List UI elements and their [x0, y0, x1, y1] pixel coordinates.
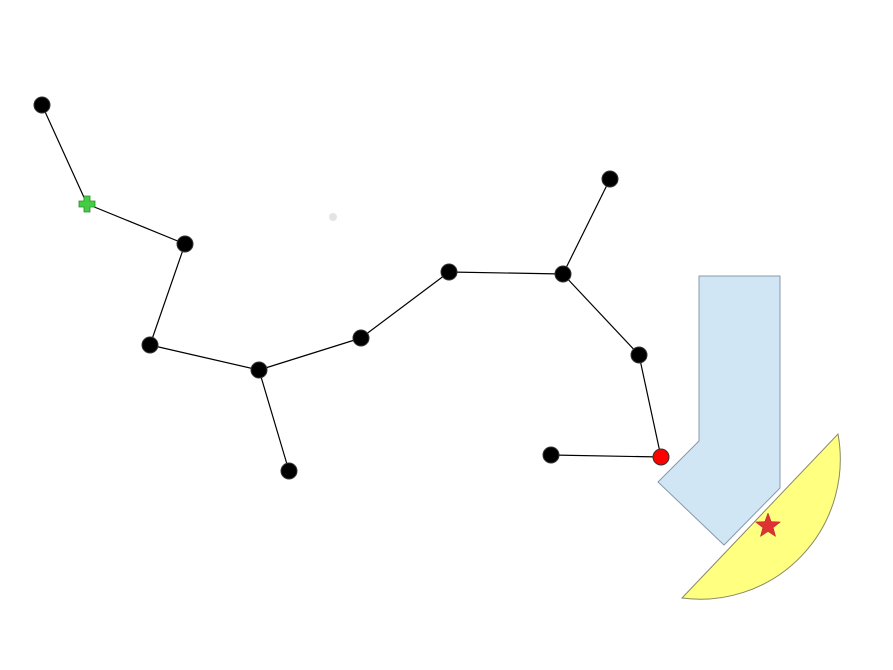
graph-edge [448, 271, 564, 275]
graph-edge [149, 344, 260, 371]
graph-node[interactable] [554, 265, 572, 283]
red-star-icon [754, 512, 782, 538]
graph-edge [258, 337, 362, 371]
graph-edge [638, 354, 662, 458]
graph-edge [41, 104, 88, 205]
graph-edge [86, 203, 186, 245]
graph-node[interactable] [33, 96, 51, 114]
graph-edge [149, 243, 186, 346]
graph-edge [562, 178, 611, 275]
graph-node[interactable] [280, 462, 298, 480]
graph-edge [550, 454, 662, 458]
graph-node[interactable] [630, 346, 648, 364]
down-left-arrow-icon [657, 275, 781, 546]
graph-node[interactable] [141, 336, 159, 354]
dust-speck [329, 213, 337, 221]
graph-edge [258, 369, 290, 472]
graph-node[interactable] [601, 170, 619, 188]
graph-node[interactable] [440, 263, 458, 281]
graph-nodes [33, 96, 670, 480]
green-plus-icon[interactable] [78, 195, 96, 213]
graph-edges [41, 104, 662, 472]
graph-edge [562, 273, 640, 356]
target-zone [680, 432, 841, 600]
graph-node[interactable] [176, 235, 194, 253]
graph-node[interactable] [542, 446, 560, 464]
graph-node[interactable] [352, 329, 370, 347]
current-node[interactable] [652, 448, 670, 466]
graph-edge [360, 271, 450, 339]
graph-node[interactable] [250, 361, 268, 379]
